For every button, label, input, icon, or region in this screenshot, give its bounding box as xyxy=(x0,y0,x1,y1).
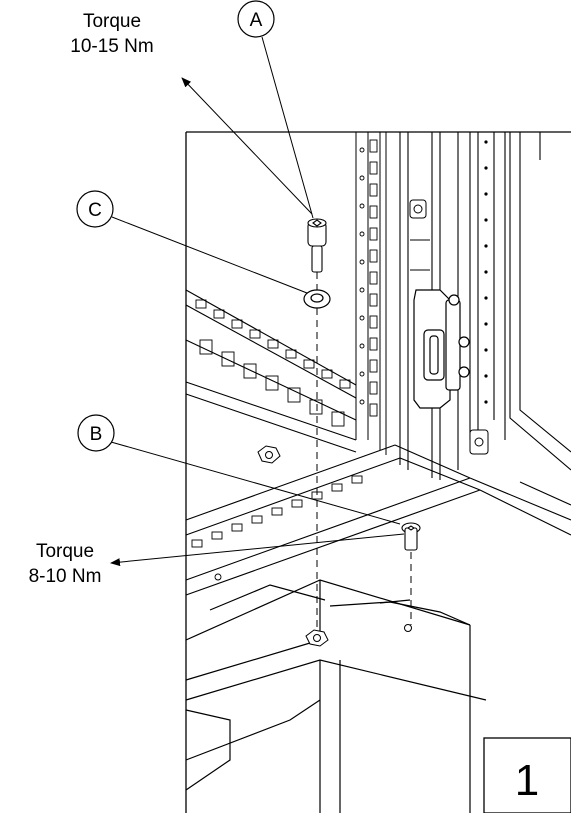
beam-holes xyxy=(191,475,363,581)
washer-c xyxy=(303,289,331,309)
torque-arrow-top xyxy=(181,77,313,215)
callout-b: B xyxy=(77,414,401,525)
torque-top-label-line1: Torque xyxy=(83,11,141,32)
plinth-nut xyxy=(305,629,329,647)
rail-slots xyxy=(359,139,378,417)
plinth-base xyxy=(185,579,487,813)
rear-panel xyxy=(185,289,357,453)
callout-a: A xyxy=(237,0,314,219)
torque-top-label-line2: 10-15 Nm xyxy=(70,36,153,57)
callout-c-letter: C xyxy=(88,200,102,221)
side-clip xyxy=(469,429,489,455)
torque-bottom-label-line1: Torque xyxy=(36,541,94,562)
beam-nut xyxy=(257,445,281,464)
torque-bottom-label-line2: 8-10 Nm xyxy=(29,566,102,587)
screw-b xyxy=(401,522,421,551)
callout-b-letter: B xyxy=(90,424,103,445)
callout-c: C xyxy=(76,190,308,294)
plinth-hole xyxy=(404,624,412,632)
door-holes xyxy=(484,140,488,404)
step-number-box: 1 xyxy=(483,737,571,813)
cabinet-frame xyxy=(185,131,571,813)
rear-vertical-rail xyxy=(355,132,387,455)
lower-frame-beam xyxy=(185,444,571,596)
upper-perforated-rail xyxy=(195,299,351,427)
screw-a xyxy=(307,218,327,273)
torque-arrow-bottom xyxy=(110,533,405,567)
door-latch xyxy=(409,199,430,271)
hinge xyxy=(413,289,470,409)
assembly-lines xyxy=(316,272,412,632)
step-number: 1 xyxy=(515,756,539,805)
callout-a-letter: A xyxy=(250,10,263,31)
